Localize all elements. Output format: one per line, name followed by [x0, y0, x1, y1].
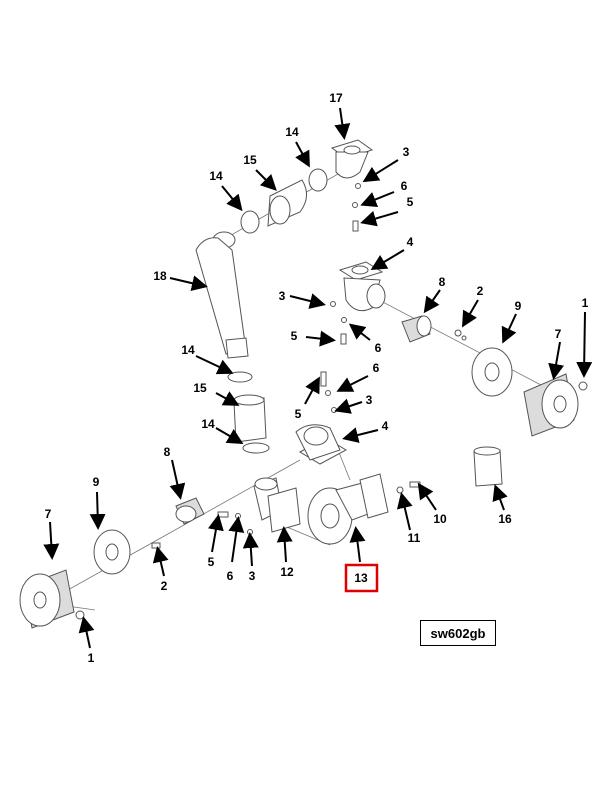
callout-3: 3	[366, 393, 373, 407]
part-18-riser-pipe	[195, 231, 249, 359]
callout-16: 16	[498, 512, 512, 526]
part-4-elbow-upper	[338, 261, 386, 312]
callout-2: 2	[477, 284, 484, 298]
callout-14: 14	[201, 417, 215, 431]
callout-5: 5	[208, 555, 215, 569]
part-17-elbow	[330, 139, 374, 179]
callout-8: 8	[164, 445, 171, 459]
callout-1: 1	[88, 651, 95, 665]
drawing-code-label: sw602gb	[420, 620, 496, 646]
part-14-clamp-top-b	[240, 210, 260, 234]
callout-10: 10	[433, 512, 447, 526]
highlight-box-callout-13	[344, 563, 379, 593]
callout-4: 4	[407, 235, 414, 249]
callout-2: 2	[161, 579, 168, 593]
callout-14: 14	[285, 125, 299, 139]
callout-8: 8	[439, 275, 446, 289]
part-9-flange-left	[93, 529, 131, 575]
callout-labels: 17 14 3 15 14 6 5 4 18 3 8 2 9 1 5 6 7 1…	[45, 91, 589, 665]
callout-6: 6	[375, 341, 382, 355]
callout-15: 15	[243, 153, 257, 167]
callout-14: 14	[181, 343, 195, 357]
callout-13: 13	[354, 571, 368, 585]
part-9-flange-right	[471, 347, 513, 397]
part-8-hose-upper	[401, 315, 432, 343]
part-14-clamp-mid-a	[227, 371, 253, 383]
callout-9: 9	[515, 299, 522, 313]
part-15-hose-top	[267, 179, 307, 227]
part-7-valve-right	[523, 373, 579, 437]
callout-1: 1	[582, 296, 589, 310]
callout-4: 4	[382, 419, 389, 433]
part-12-inlet-elbow	[253, 477, 301, 533]
leader-arrows	[43, 107, 593, 649]
callout-18: 18	[153, 269, 167, 283]
callout-9: 9	[93, 475, 100, 489]
part-7-valve-left	[19, 569, 75, 629]
callout-6: 6	[227, 569, 234, 583]
part-14-clamp-top-a	[308, 168, 328, 192]
callout-5: 5	[291, 329, 298, 343]
part-14-clamp-mid-b	[242, 442, 270, 454]
callout-7: 7	[45, 507, 52, 521]
callout-5: 5	[295, 407, 302, 421]
callout-7: 7	[555, 327, 562, 341]
callout-5: 5	[407, 195, 414, 209]
part-13-pump	[307, 473, 389, 545]
callout-17: 17	[329, 91, 343, 105]
callout-3: 3	[403, 145, 410, 159]
part-16-sleeve	[473, 446, 503, 487]
callout-11: 11	[408, 531, 421, 545]
callout-6: 6	[401, 179, 408, 193]
part-4-elbow-lower	[295, 424, 348, 465]
callout-14: 14	[209, 169, 223, 183]
callout-12: 12	[280, 565, 294, 579]
fasteners	[75, 183, 588, 620]
callout-3: 3	[249, 569, 256, 583]
callout-3: 3	[279, 289, 286, 303]
callout-15: 15	[193, 381, 207, 395]
callout-6: 6	[373, 361, 380, 375]
part-8-hose-lower	[175, 497, 205, 525]
part-15-hose-mid	[233, 394, 267, 443]
